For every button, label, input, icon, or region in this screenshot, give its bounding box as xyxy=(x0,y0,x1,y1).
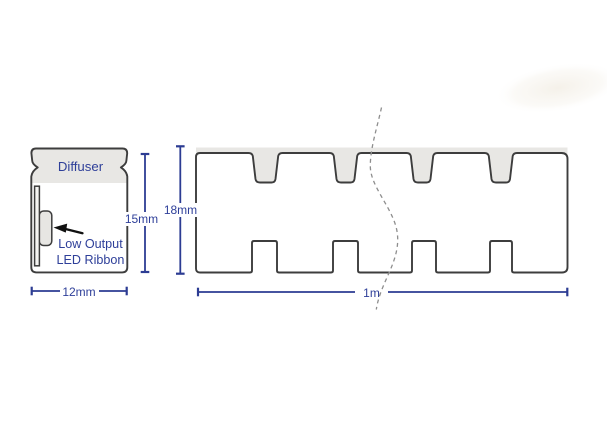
dimension-12mm-label: 12mm xyxy=(59,284,99,299)
side-view-outline xyxy=(195,152,569,274)
dimension-18mm-label: 18mm xyxy=(161,203,200,217)
diffuser-fill xyxy=(31,148,128,183)
led-ribbon-strip xyxy=(33,185,41,267)
dimension-1m-label: 1m xyxy=(355,285,388,300)
led-ribbon-label: Low Output LED Ribbon xyxy=(48,236,133,268)
side-view xyxy=(195,147,569,274)
led-ribbon-label-line2: LED Ribbon xyxy=(56,252,125,267)
background-smudge xyxy=(494,62,607,114)
arrow-icon xyxy=(53,223,84,235)
cross-section-view xyxy=(30,147,129,274)
led-ribbon-label-line1: Low Output xyxy=(58,236,123,251)
dimension-15mm-label: 15mm xyxy=(123,211,160,226)
diffuser-label: Diffuser xyxy=(57,159,104,174)
cross-section-outline xyxy=(30,147,129,274)
